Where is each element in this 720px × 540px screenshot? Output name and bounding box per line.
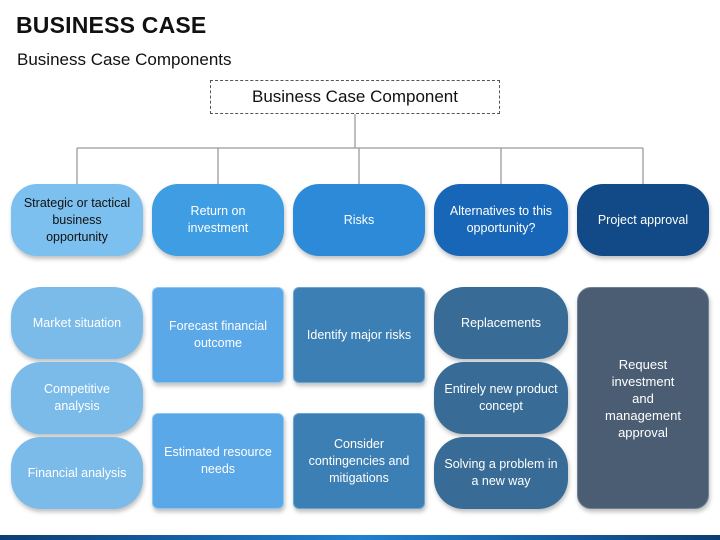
header-return-on-investment: Return on investment xyxy=(152,184,284,256)
item-solving-problem: Solving a problem in a new way xyxy=(434,437,568,509)
header-project-approval: Project approval xyxy=(577,184,709,256)
slide-subtitle: Business Case Components xyxy=(17,50,232,69)
header-strategic-opportunity: Strategic or tactical business opportuni… xyxy=(11,184,143,256)
header-alternatives: Alternatives to this opportunity? xyxy=(434,184,568,256)
item-estimated-resource-needs: Estimated resource needs xyxy=(152,413,284,509)
item-financial-analysis: Financial analysis xyxy=(11,437,143,509)
item-replacements: Replacements xyxy=(434,287,568,359)
item-contingencies-mitigations: Consider contingencies and mitigations xyxy=(293,413,425,509)
item-forecast-financial-outcome: Forecast financial outcome xyxy=(152,287,284,383)
slide-title: BUSINESS CASE xyxy=(16,12,207,38)
item-competitive-analysis: Competitive analysis xyxy=(11,362,143,434)
item-identify-major-risks: Identify major risks xyxy=(293,287,425,383)
item-new-product-concept: Entirely new product concept xyxy=(434,362,568,434)
item-request-approval: Request investment and management approv… xyxy=(577,287,709,509)
root-component-box: Business Case Component xyxy=(210,80,500,114)
header-risks: Risks xyxy=(293,184,425,256)
item-market-situation: Market situation xyxy=(11,287,143,359)
footer-accent-bar xyxy=(0,535,720,540)
